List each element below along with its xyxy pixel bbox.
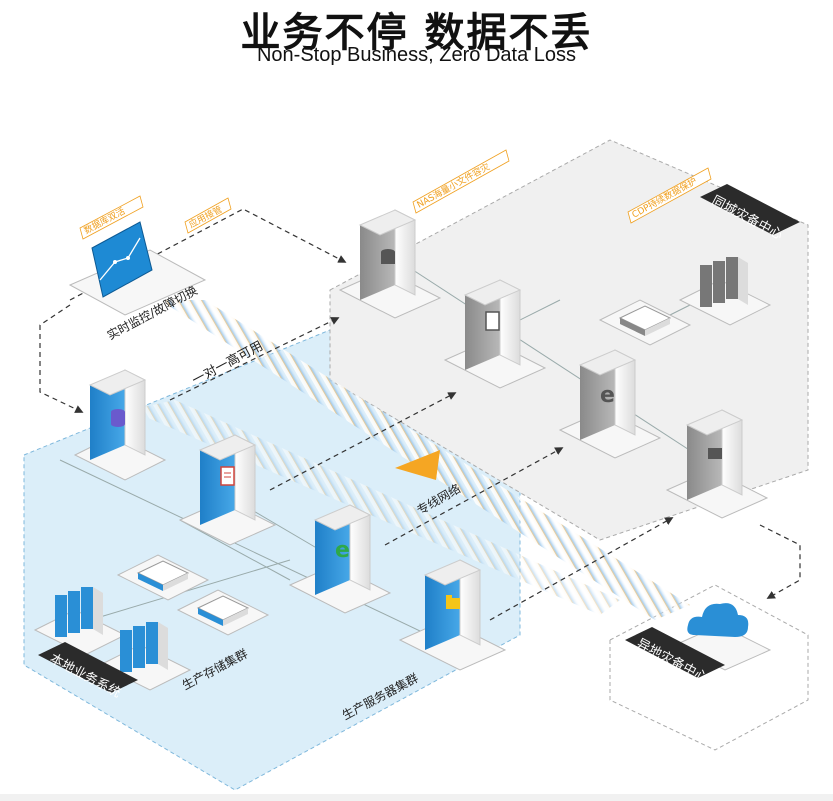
- local-storage-box-1: [116, 554, 210, 601]
- dr-db-server: [338, 209, 442, 319]
- dr-file-server: [665, 409, 769, 519]
- tag-nas-dr-text: NAS海量小文件容灾: [415, 161, 492, 211]
- folder-icon: [446, 598, 460, 609]
- monitor-icon: [68, 221, 207, 316]
- footer-strip: [0, 794, 833, 801]
- document-icon: [220, 466, 235, 486]
- dr-storage-box: [598, 299, 692, 346]
- browser-icon: e: [600, 383, 615, 408]
- local-storage-rack-2: [98, 622, 192, 691]
- tag-db-mirror-text: 数据库双活: [82, 205, 127, 237]
- local-storage-rack-1: [33, 587, 127, 656]
- folder-icon: [708, 448, 722, 459]
- local-web-server: e: [288, 504, 392, 614]
- browser-icon: e: [335, 538, 350, 563]
- local-file-server: [398, 559, 507, 671]
- dr-storage-rack: [678, 257, 772, 326]
- page-title: 业务不停 数据不丢: [240, 10, 593, 56]
- local-doc-server: [178, 434, 277, 546]
- dr-doc-server: [443, 279, 547, 389]
- local-storage-box-2: [176, 589, 270, 636]
- tag-app-takeover-text: 应用接管: [187, 203, 224, 231]
- document-icon: [485, 311, 500, 331]
- dedicated-line-arrow: [395, 450, 440, 480]
- page-subtitle: Non-Stop Business, Zero Data Loss: [256, 44, 577, 66]
- local-db-server: [73, 369, 167, 481]
- dr-web-server: e: [558, 349, 662, 459]
